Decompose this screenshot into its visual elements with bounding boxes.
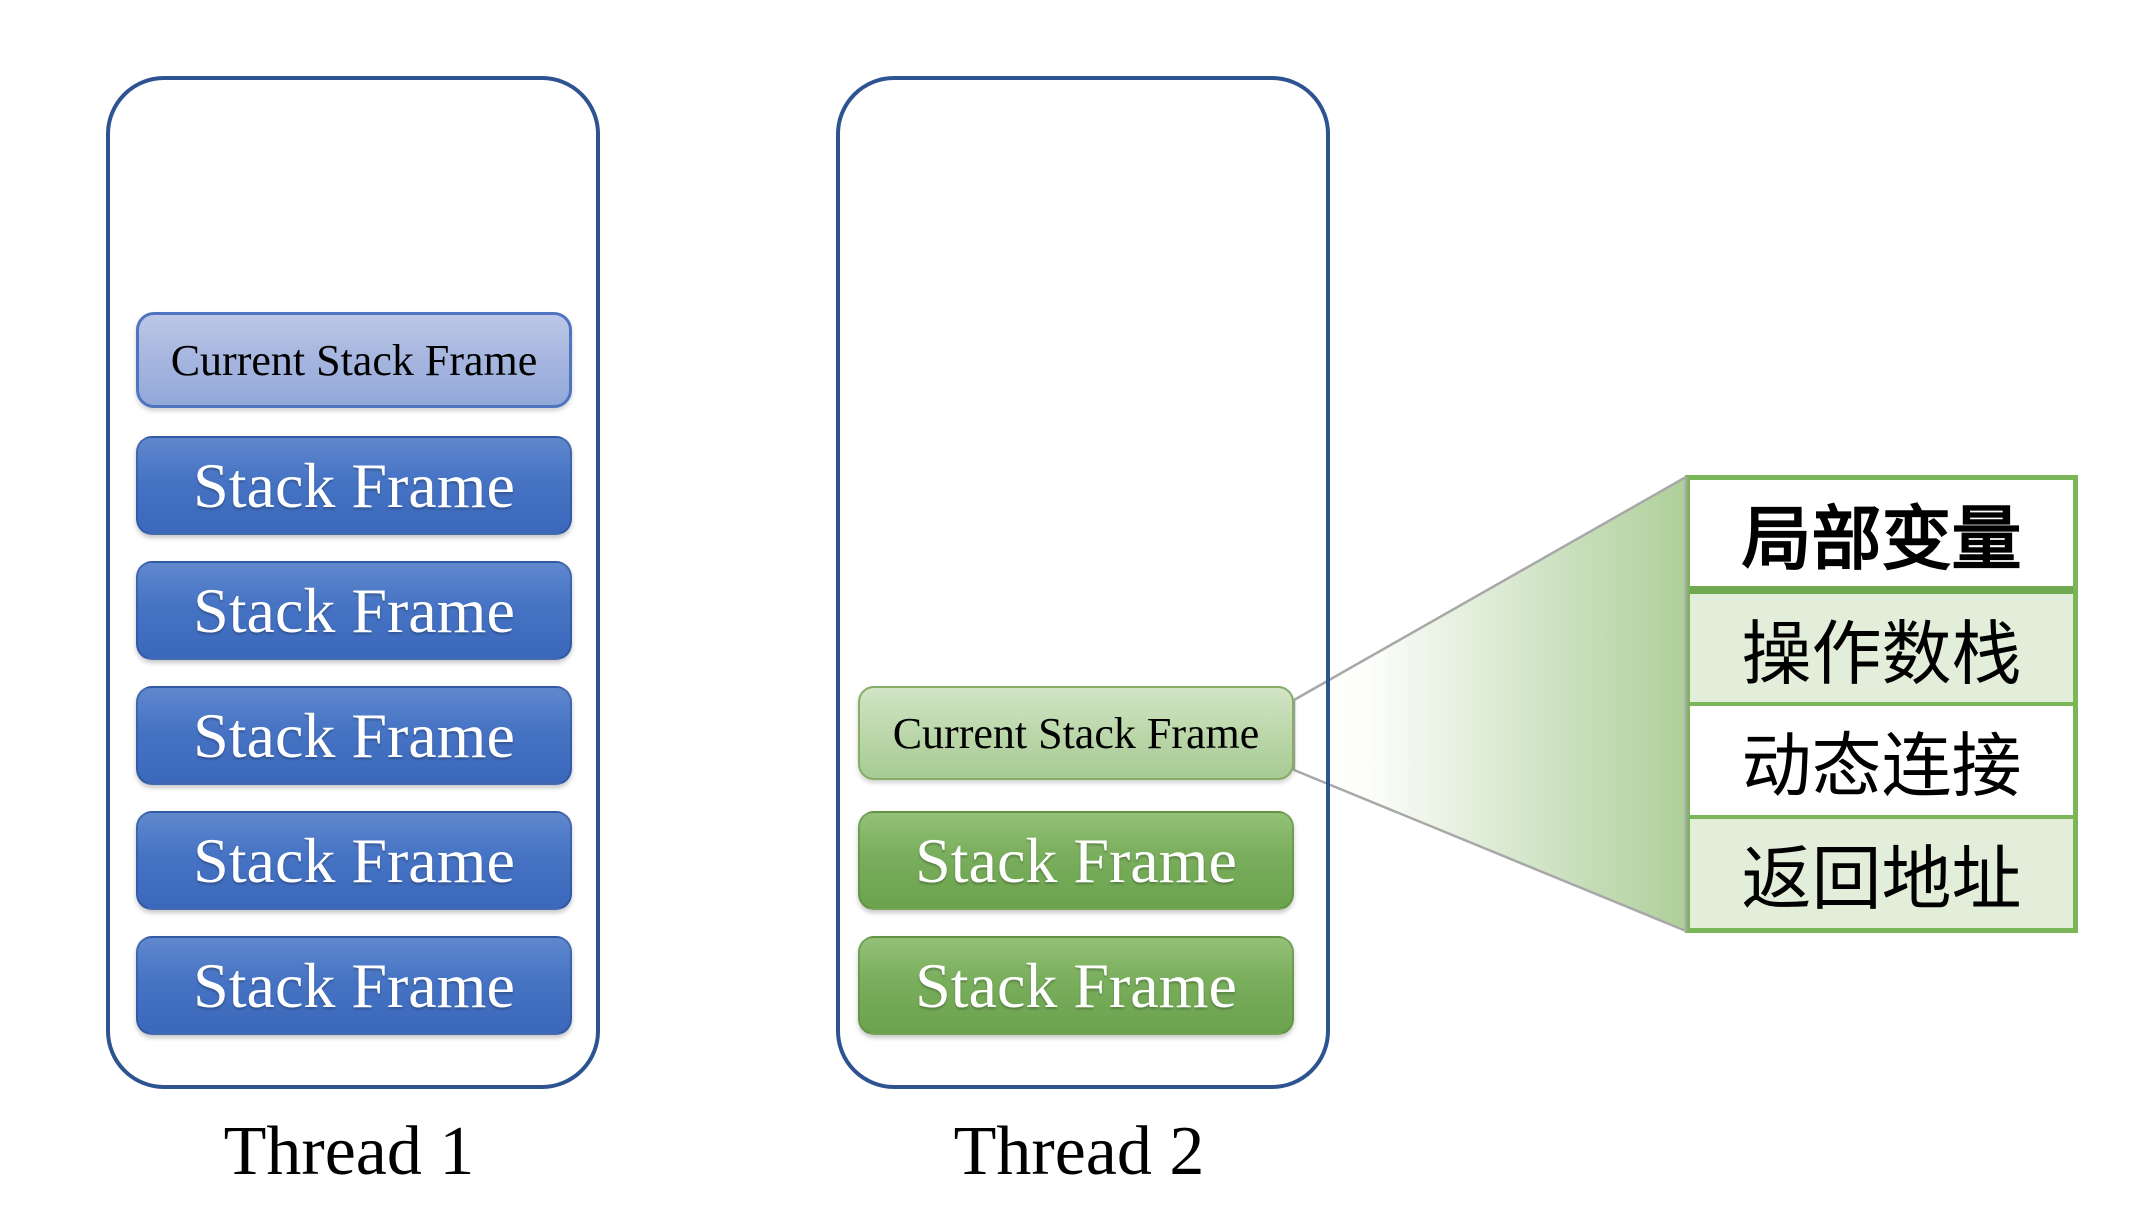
table-row-return-address: 返回地址 (1690, 819, 2073, 928)
table-row-operand-stack: 操作数栈 (1690, 594, 2073, 702)
table-cell-label: 局部变量 (1741, 501, 2022, 579)
frame-label: Current Stack Frame (892, 708, 1260, 758)
table-cell-label: 动态连接 (1741, 729, 2022, 806)
thread-2-stack-frame: Stack Frame (858, 936, 1294, 1035)
thread-1-stack-frame: Stack Frame (136, 686, 572, 785)
frame-structure-table: 局部变量 操作数栈 动态连接 返回地址 (1685, 475, 2078, 933)
table-cell-label: 操作数栈 (1741, 616, 2022, 694)
thread-1-stack-frame: Stack Frame (136, 561, 572, 660)
frame-label: Stack Frame (915, 949, 1237, 1021)
thread-1-stack-frame: Stack Frame (136, 936, 572, 1035)
table-row-local-variables: 局部变量 (1690, 480, 2073, 586)
thread-2-container (836, 76, 1330, 1089)
frame-label: Stack Frame (193, 699, 515, 771)
thread-1-current-stack-frame: Current Stack Frame (136, 312, 572, 408)
frame-label: Stack Frame (193, 824, 515, 896)
frame-label: Stack Frame (193, 574, 515, 646)
frame-label: Current Stack Frame (170, 335, 538, 385)
thread-2-label-text: Thread 2 (953, 1113, 1205, 1190)
frame-label: Stack Frame (193, 449, 515, 521)
table-cell-label: 返回地址 (1741, 842, 2022, 919)
thread-1-container (106, 76, 600, 1089)
thread-1-stack-frame: Stack Frame (136, 436, 572, 535)
table-row-divider (1690, 702, 2073, 706)
frame-label: Stack Frame (915, 824, 1237, 896)
table-row-dynamic-linking: 动态连接 (1690, 706, 2073, 815)
thread-2-label: Thread 2 (836, 1104, 1322, 1200)
zoom-funnel-shape (1292, 475, 1688, 933)
thread-2-current-stack-frame: Current Stack Frame (858, 686, 1294, 780)
table-row-divider (1690, 815, 2073, 819)
table-header-separator (1690, 586, 2073, 594)
thread-1-label: Thread 1 (106, 1104, 592, 1200)
frame-label: Stack Frame (193, 949, 515, 1021)
thread-2-stack-frame: Stack Frame (858, 811, 1294, 910)
thread-1-label-text: Thread 1 (223, 1113, 475, 1190)
thread-1-stack-frame: Stack Frame (136, 811, 572, 910)
